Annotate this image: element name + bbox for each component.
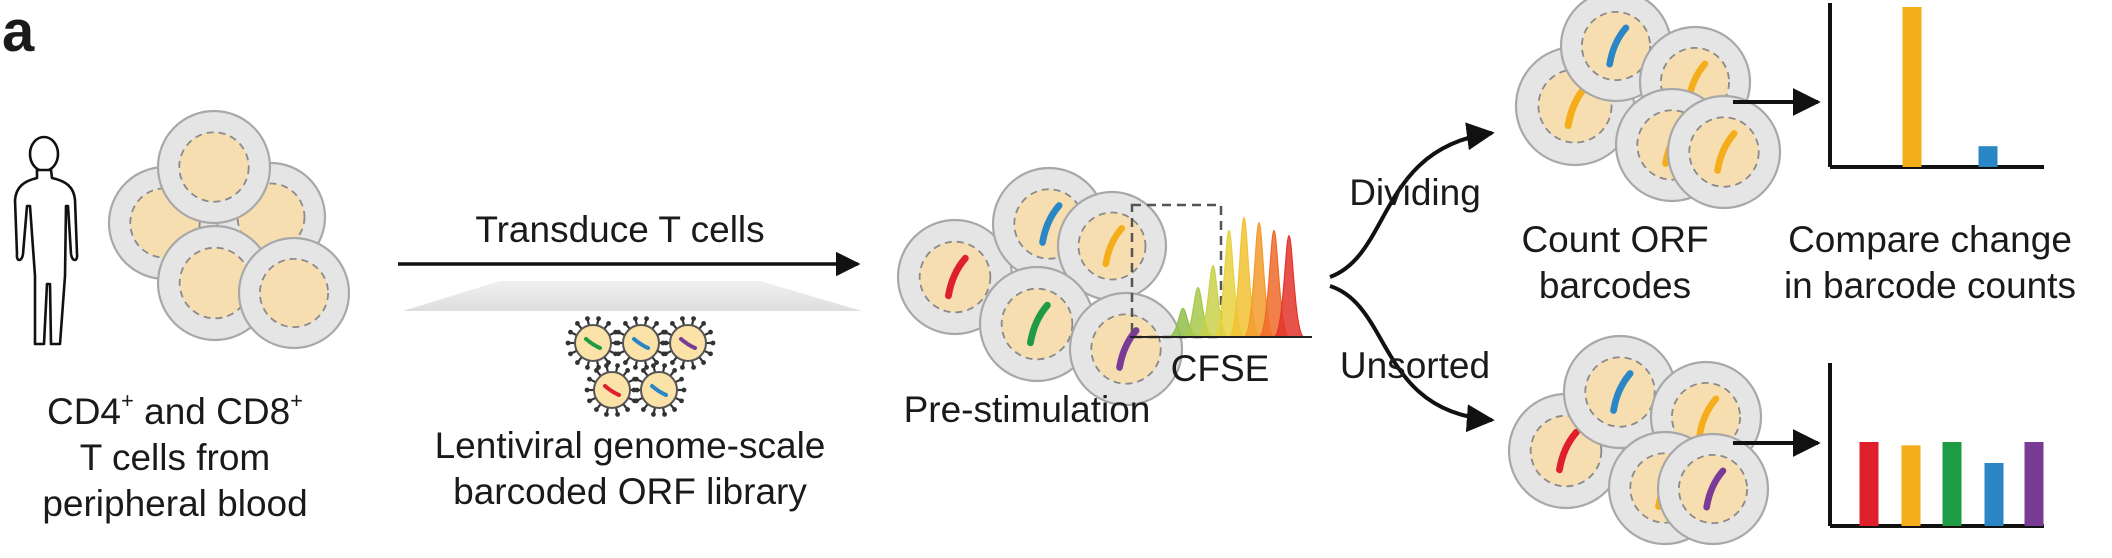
donor-label-line2: T cells from <box>79 437 271 478</box>
panel-label: a <box>2 0 35 64</box>
donor-label-line1: CD4+ and CD8+ <box>46 388 304 432</box>
barcode-chart-dividing <box>1828 3 2044 169</box>
barcode-count-bar <box>1902 7 1922 167</box>
unsorted-t-cell <box>1562 334 1678 450</box>
library-label-line2: barcoded ORF library <box>453 471 807 512</box>
orf-insert-mark <box>944 254 969 300</box>
human-silhouette-icon <box>13 135 79 346</box>
lentivirus-particles <box>565 316 716 417</box>
virion-icon <box>565 316 621 370</box>
compare-label: Compare change in barcode counts <box>1760 217 2100 309</box>
compare-label-line2: in barcode counts <box>1783 265 2077 306</box>
count-orf-label: Count ORF barcodes <box>1505 217 1725 309</box>
barcode-chart-unsorted <box>1828 363 2044 528</box>
virion-icon <box>631 363 687 417</box>
compare-label-line1: Compare change <box>1788 219 2072 260</box>
virion-icon <box>613 316 669 370</box>
donor-label: CD4+ and CD8+ T cells from peripheral bl… <box>10 378 340 527</box>
cfse-label: CFSE <box>1170 348 1270 389</box>
orf-insert-mark <box>1116 327 1140 371</box>
transduced-t-cell <box>1056 190 1168 302</box>
donor-label-line3: peripheral blood <box>42 483 308 524</box>
blood-t-cell-cluster <box>107 109 351 350</box>
orf-insert-mark <box>1696 395 1720 439</box>
orf-insert-mark <box>1102 224 1126 268</box>
unsorted-label: Unsorted <box>1339 345 1491 386</box>
library-label: Lentiviral genome-scale barcoded ORF lib… <box>400 423 860 515</box>
unsorted-t-cell <box>1656 432 1770 546</box>
cfse-histogram <box>1130 203 1312 339</box>
virion-icon <box>660 316 716 370</box>
unsorted-cell-cluster <box>1507 334 1770 546</box>
barcode-count-bar <box>1978 146 1998 167</box>
dividing-t-cell <box>1666 94 1782 210</box>
count-orf-label-line1: Count ORF <box>1521 219 1709 260</box>
transduced-t-cell <box>1068 291 1184 407</box>
dividing-label: Dividing <box>1349 172 1481 213</box>
orf-insert-mark <box>1556 428 1580 474</box>
barcode-count-bar <box>2024 442 2044 526</box>
barcode-count-bar <box>1901 445 1921 526</box>
virion-icon <box>584 363 640 417</box>
library-dilution-wedge <box>403 281 862 311</box>
orf-insert-mark <box>1606 24 1630 68</box>
barcode-count-bar <box>1984 463 2004 526</box>
barcode-count-bar <box>1942 442 1962 526</box>
unsorted-arrow <box>1329 284 1495 433</box>
t-cell <box>237 236 351 350</box>
prestim-label: Pre-stimulation <box>903 389 1151 430</box>
orf-insert-mark <box>1703 467 1727 511</box>
dividing-arrow <box>1329 122 1495 279</box>
orf-insert-mark <box>1027 301 1051 347</box>
barcode-count-bar <box>1859 442 1879 526</box>
transduced-t-cell <box>978 265 1096 383</box>
cfse-peak <box>1273 234 1305 338</box>
prestim-cell-cluster <box>896 166 1184 407</box>
orf-insert-mark <box>1610 370 1634 414</box>
orf-insert-mark <box>1714 130 1738 174</box>
dividing-t-cell <box>1559 0 1673 103</box>
dividing-cell-cluster <box>1514 0 1782 210</box>
cfse-gate-box <box>1130 203 1223 339</box>
count-orf-label-line2: barcodes <box>1538 265 1692 306</box>
orf-insert-mark <box>1039 202 1063 246</box>
library-label-line1: Lentiviral genome-scale <box>434 425 826 466</box>
t-cell <box>156 109 272 225</box>
transduce-label: Transduce T cells <box>475 209 765 250</box>
